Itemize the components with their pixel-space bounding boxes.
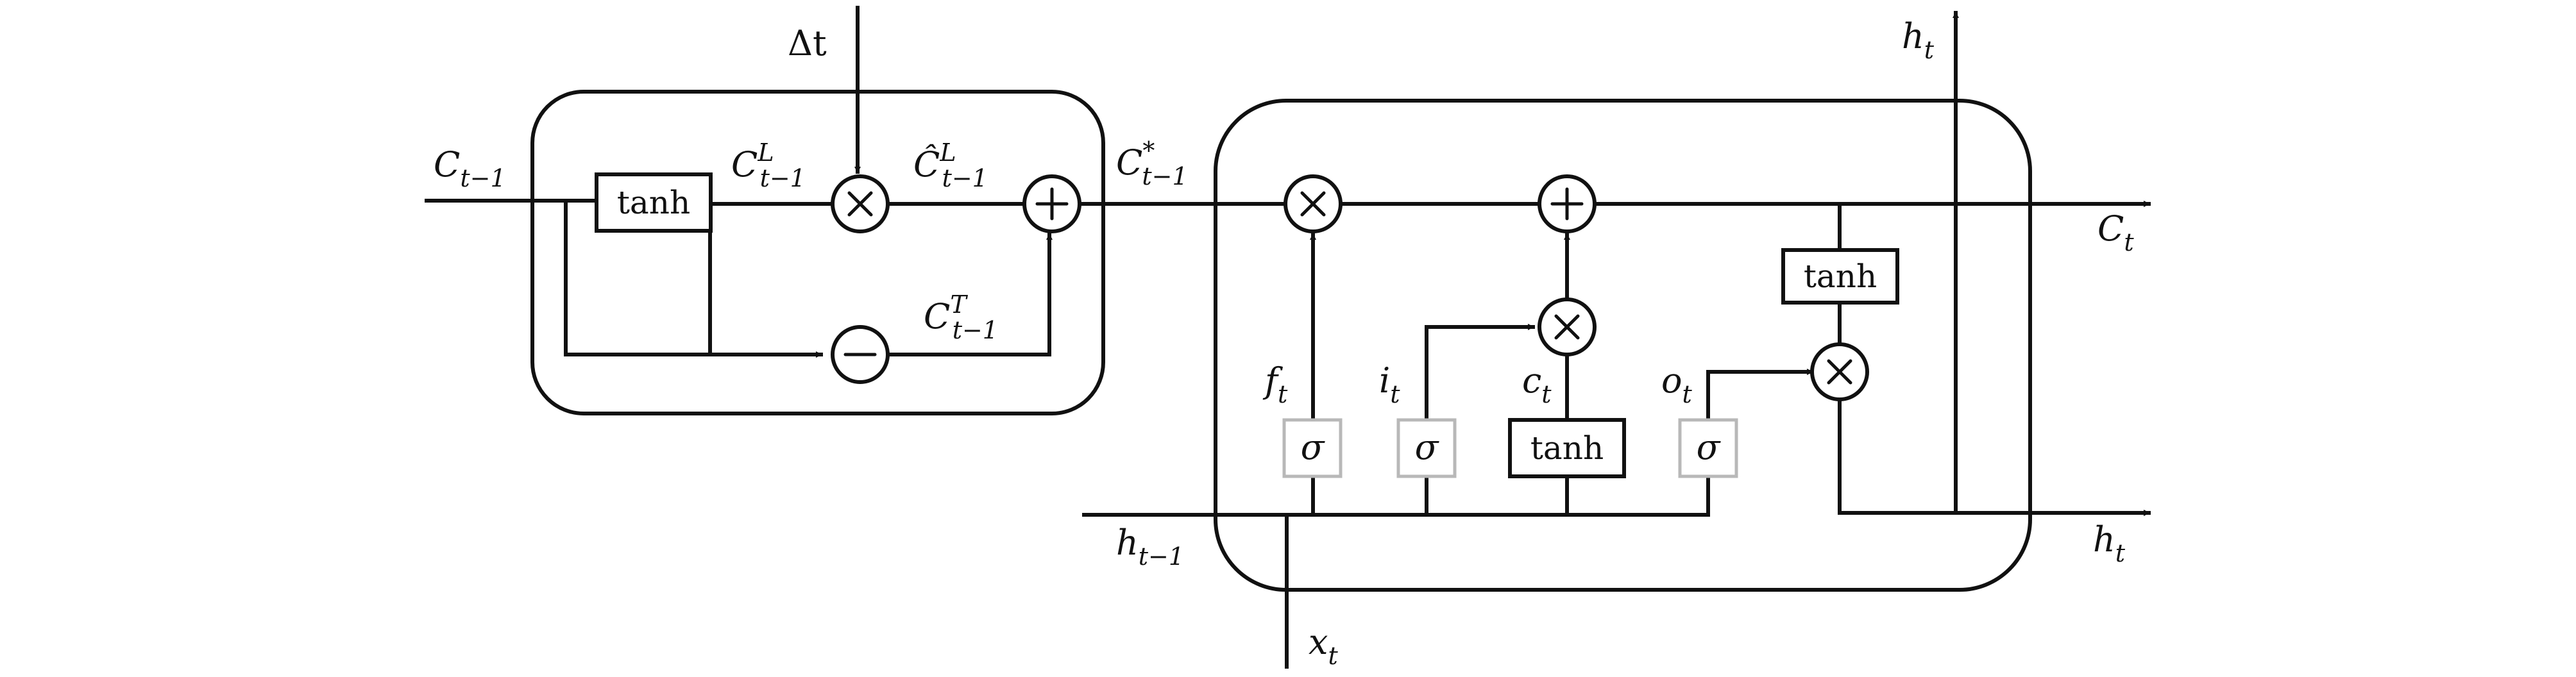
lstm-cell-block [1214, 99, 2032, 592]
output-multiply-node [1810, 342, 1869, 401]
input-multiply-node [1538, 297, 1597, 356]
input-gate-arrow [1425, 324, 1535, 422]
label-h-t-minus-1: ht−1 [1116, 522, 1184, 571]
label-c-t-out: Ct [2097, 208, 2134, 256]
label-i-t: it [1379, 360, 1400, 408]
forget-sigma-box [1282, 418, 1343, 478]
output-sigma-label: σ [1697, 427, 1722, 467]
label-c-t-candidate: ct [1522, 360, 1552, 408]
label-f-t: ft [1262, 360, 1288, 408]
decay-subtract-node [831, 325, 890, 384]
cell-tanh-box [1781, 248, 1899, 305]
time-decay-block [530, 90, 1105, 415]
cell-tanh-label: tanh [1804, 258, 1877, 295]
label-o-t: ot [1661, 360, 1693, 408]
label-x-t: xt [1309, 622, 1338, 670]
output-sigma-box [1678, 418, 1738, 478]
cell-add-node [1538, 174, 1597, 233]
forget-multiply-node [1284, 174, 1343, 233]
decay-tanh-box [595, 172, 713, 233]
candidate-tanh-label: tanh [1530, 430, 1604, 467]
output-gate-arrow [1706, 369, 1814, 422]
candidate-tanh-box [1508, 418, 1626, 478]
input-sigma-box [1396, 418, 1457, 478]
decay-add-node [1022, 174, 1081, 233]
decay-multiply-node [831, 174, 890, 233]
label-c-t-minus-1: Ct−1 [434, 144, 506, 192]
forget-sigma-label: σ [1301, 427, 1326, 467]
input-sigma-label: σ [1415, 427, 1440, 467]
label-h-t-top: ht [1902, 16, 1935, 64]
label-h-t-out: ht [2093, 519, 2126, 567]
label-c-star: C*t−1 [1116, 137, 1188, 190]
delta-t-label: Δt [788, 23, 827, 63]
decay-tanh-label: tanh [617, 184, 690, 221]
